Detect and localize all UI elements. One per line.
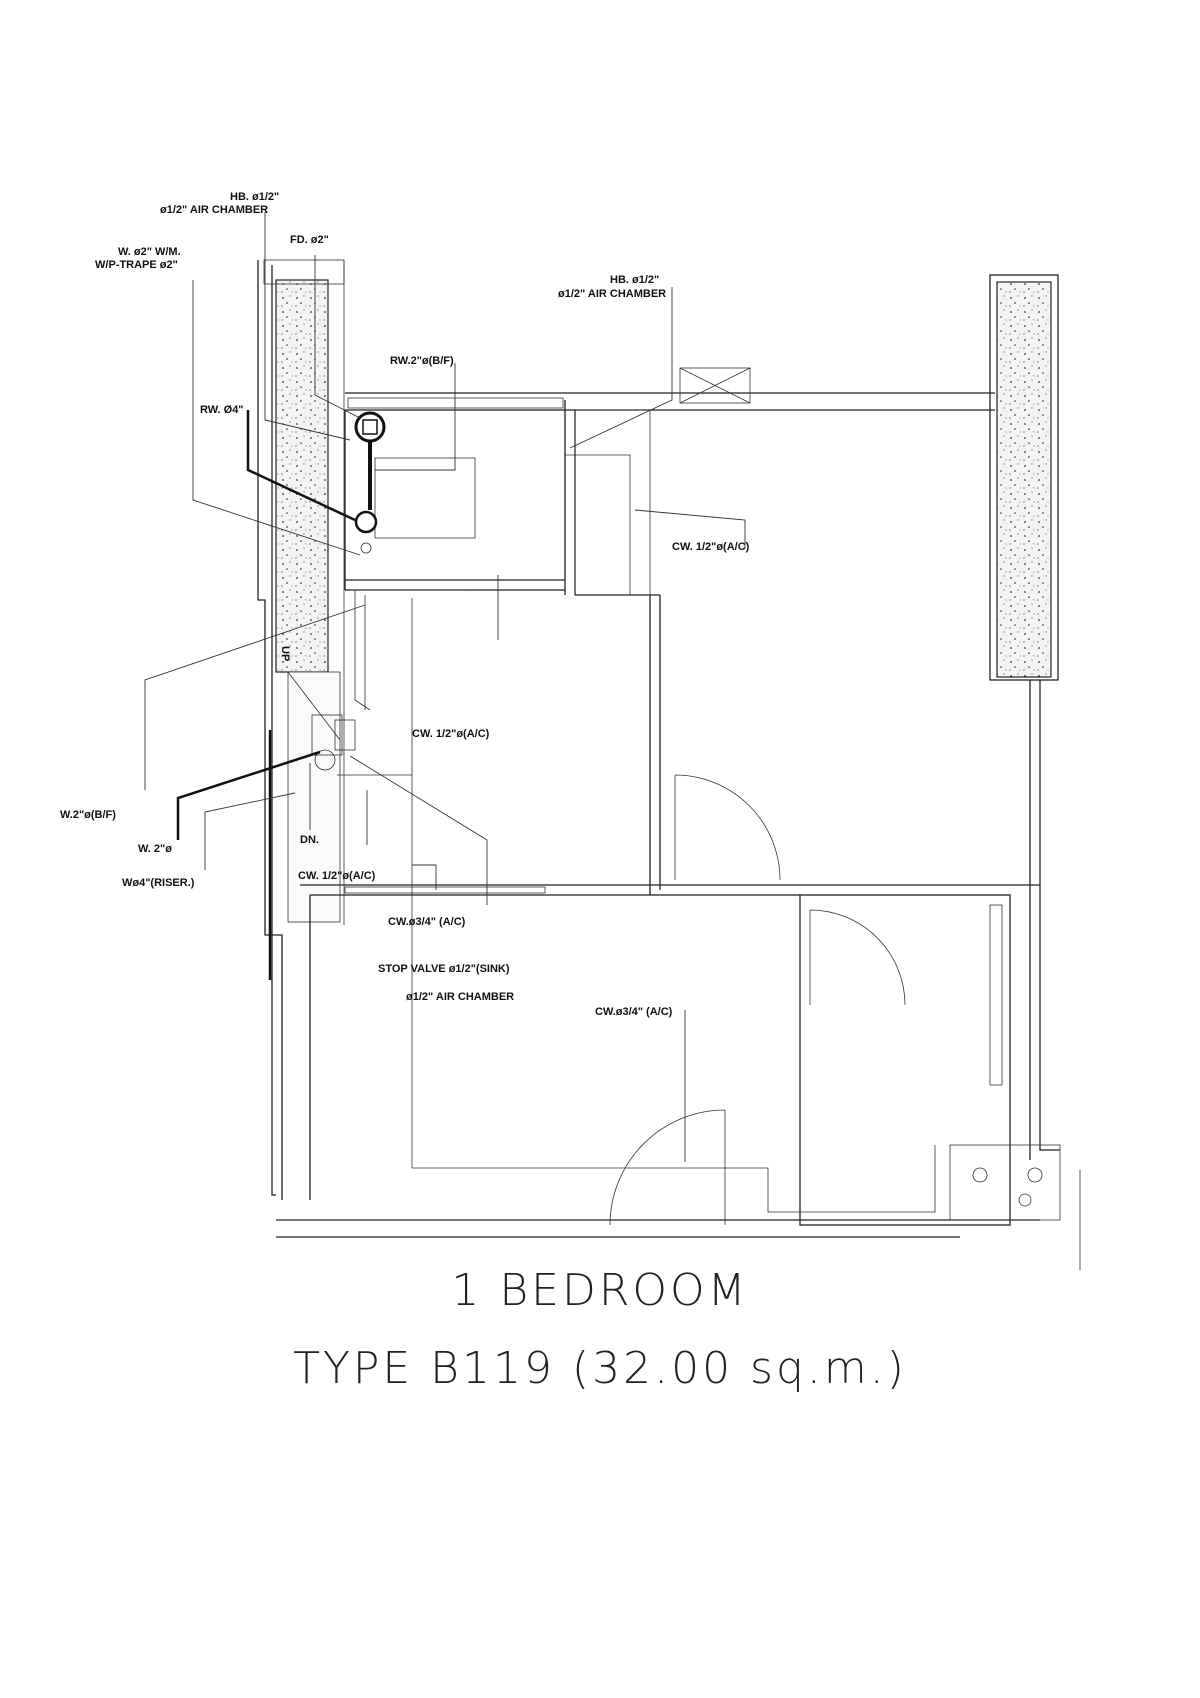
label-hb-top-right: HB. ø1/2" — [610, 274, 659, 286]
right-concrete-column — [996, 281, 1052, 678]
label-w2-bf: W.2"ø(B/F) — [60, 809, 116, 821]
floor-drain — [354, 411, 386, 443]
right-column — [989, 274, 1060, 1160]
left-concrete-column — [275, 279, 329, 673]
label-cw-34-a: CW.ø3/4" (A/C) — [388, 916, 466, 928]
plan-title-line2: TYPE B119 (32.00 sq.m.) — [293, 1343, 907, 1394]
label-cw-34-b: CW.ø3/4" (A/C) — [595, 1006, 673, 1018]
rainwater-pipe — [354, 510, 378, 534]
label-w-wm: W. ø2" W/M. — [118, 246, 181, 258]
label-cw-lower: CW. 1/2"ø(A/C) — [298, 870, 376, 882]
label-air-chamber-top-right: ø1/2" AIR CHAMBER — [558, 288, 666, 300]
label-rw4: RW. Ø4" — [200, 404, 244, 416]
label-up: UP — [279, 646, 291, 661]
middle-partition — [300, 774, 1040, 1200]
label-cw-mid: CW. 1/2"ø(A/C) — [412, 728, 490, 740]
door-swing-entry — [609, 1109, 726, 1226]
leader-lines — [144, 212, 746, 1162]
label-cw-kitchen: CW. 1/2"ø(A/C) — [672, 541, 750, 553]
meter-box — [949, 1144, 1061, 1221]
label-fd: FD. ø2" — [290, 234, 329, 246]
label-w4-riser: Wø4"(RISER.) — [122, 877, 195, 889]
bathroom-fixture — [374, 457, 476, 539]
top-wall — [345, 367, 995, 411]
bedroom — [799, 894, 1011, 1226]
riser-pipe — [314, 749, 336, 771]
label-dn: DN. — [300, 834, 319, 846]
plan-labels: HB. ø1/2" ø1/2" AIR CHAMBER FD. ø2" W. ø… — [60, 191, 750, 1018]
label-rw-bf: RW.2"ø(B/F) — [390, 355, 454, 367]
label-wp-trape: W/P-TRAPE ø2" — [95, 259, 178, 271]
kitchen — [565, 409, 661, 895]
label-air-chamber-sink: ø1/2" AIR CHAMBER — [406, 991, 514, 1003]
label-w2: W. 2"ø — [138, 843, 172, 855]
plan-title-line1: 1 BEDROOM — [451, 1265, 748, 1316]
label-hb-top-left: HB. ø1/2" — [230, 191, 279, 203]
pipe-runs — [311, 411, 936, 1213]
label-stop-valve: STOP VALVE ø1/2"(SINK) — [378, 963, 510, 975]
bottom-wall — [276, 1109, 1081, 1270]
left-shaft-wall — [257, 259, 345, 1200]
door-swing-kitchen — [674, 774, 781, 881]
door-swing-bedroom — [809, 909, 906, 1006]
label-air-chamber-top-left: ø1/2" AIR CHAMBER — [160, 204, 268, 216]
bathroom — [344, 400, 576, 595]
